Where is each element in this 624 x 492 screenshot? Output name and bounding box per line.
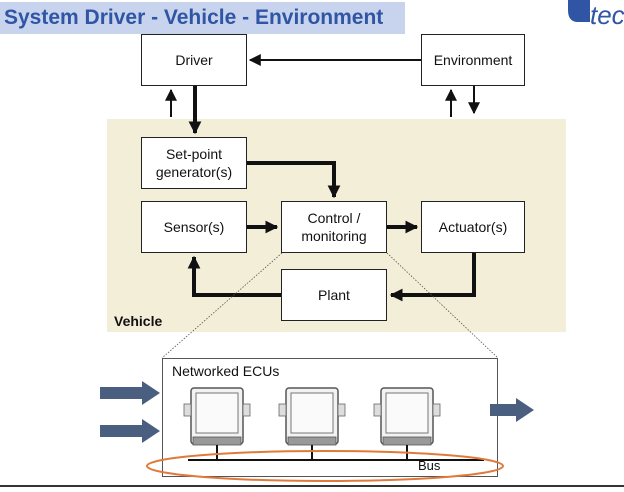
input-arrow-top — [100, 381, 160, 405]
sensors-box: Sensor(s) — [141, 201, 247, 253]
setpoint-generator-box: Set-point generator(s) — [141, 137, 247, 189]
vehicle-label: Vehicle — [114, 313, 163, 329]
arrow-plant-to-sensors — [187, 255, 281, 297]
control-label-line2: monitoring — [301, 228, 367, 244]
page-title: System Driver - Vehicle - Environment — [0, 2, 405, 34]
driver-label: Driver — [175, 52, 213, 68]
control-label-line1: Control / — [307, 210, 361, 226]
bus-label: Bus — [418, 458, 441, 473]
bus-highlight-ellipse — [146, 450, 504, 482]
control-monitoring-box: Control / monitoring — [281, 201, 387, 253]
plant-box: Plant — [281, 269, 387, 321]
driver-box: Driver — [141, 34, 247, 86]
arrow-setpoint-to-control — [247, 161, 341, 199]
sensors-label: Sensor(s) — [163, 219, 225, 235]
environment-box: Environment — [421, 34, 525, 86]
zoom-line-right — [386, 252, 499, 359]
logo-icon — [568, 0, 590, 22]
setpoint-label-line1: Set-point — [165, 146, 223, 162]
ecu-unit-1 — [183, 387, 251, 446]
arrow-actuators-to-plant — [389, 253, 476, 302]
input-arrow-bottom — [100, 419, 160, 443]
bottom-divider — [0, 485, 624, 487]
actuators-box: Actuator(s) — [421, 201, 525, 253]
plant-label: Plant — [318, 287, 350, 303]
networked-ecus-label: Networked ECUs — [172, 363, 280, 379]
ecu-unit-2 — [278, 387, 346, 446]
output-arrow — [490, 398, 534, 422]
environment-label: Environment — [433, 52, 513, 68]
actuators-label: Actuator(s) — [438, 219, 508, 235]
zoom-line-left — [161, 252, 283, 359]
setpoint-label-line2: generator(s) — [155, 164, 233, 180]
ecu-unit-3 — [373, 387, 441, 446]
logo: tec — [590, 0, 624, 30]
